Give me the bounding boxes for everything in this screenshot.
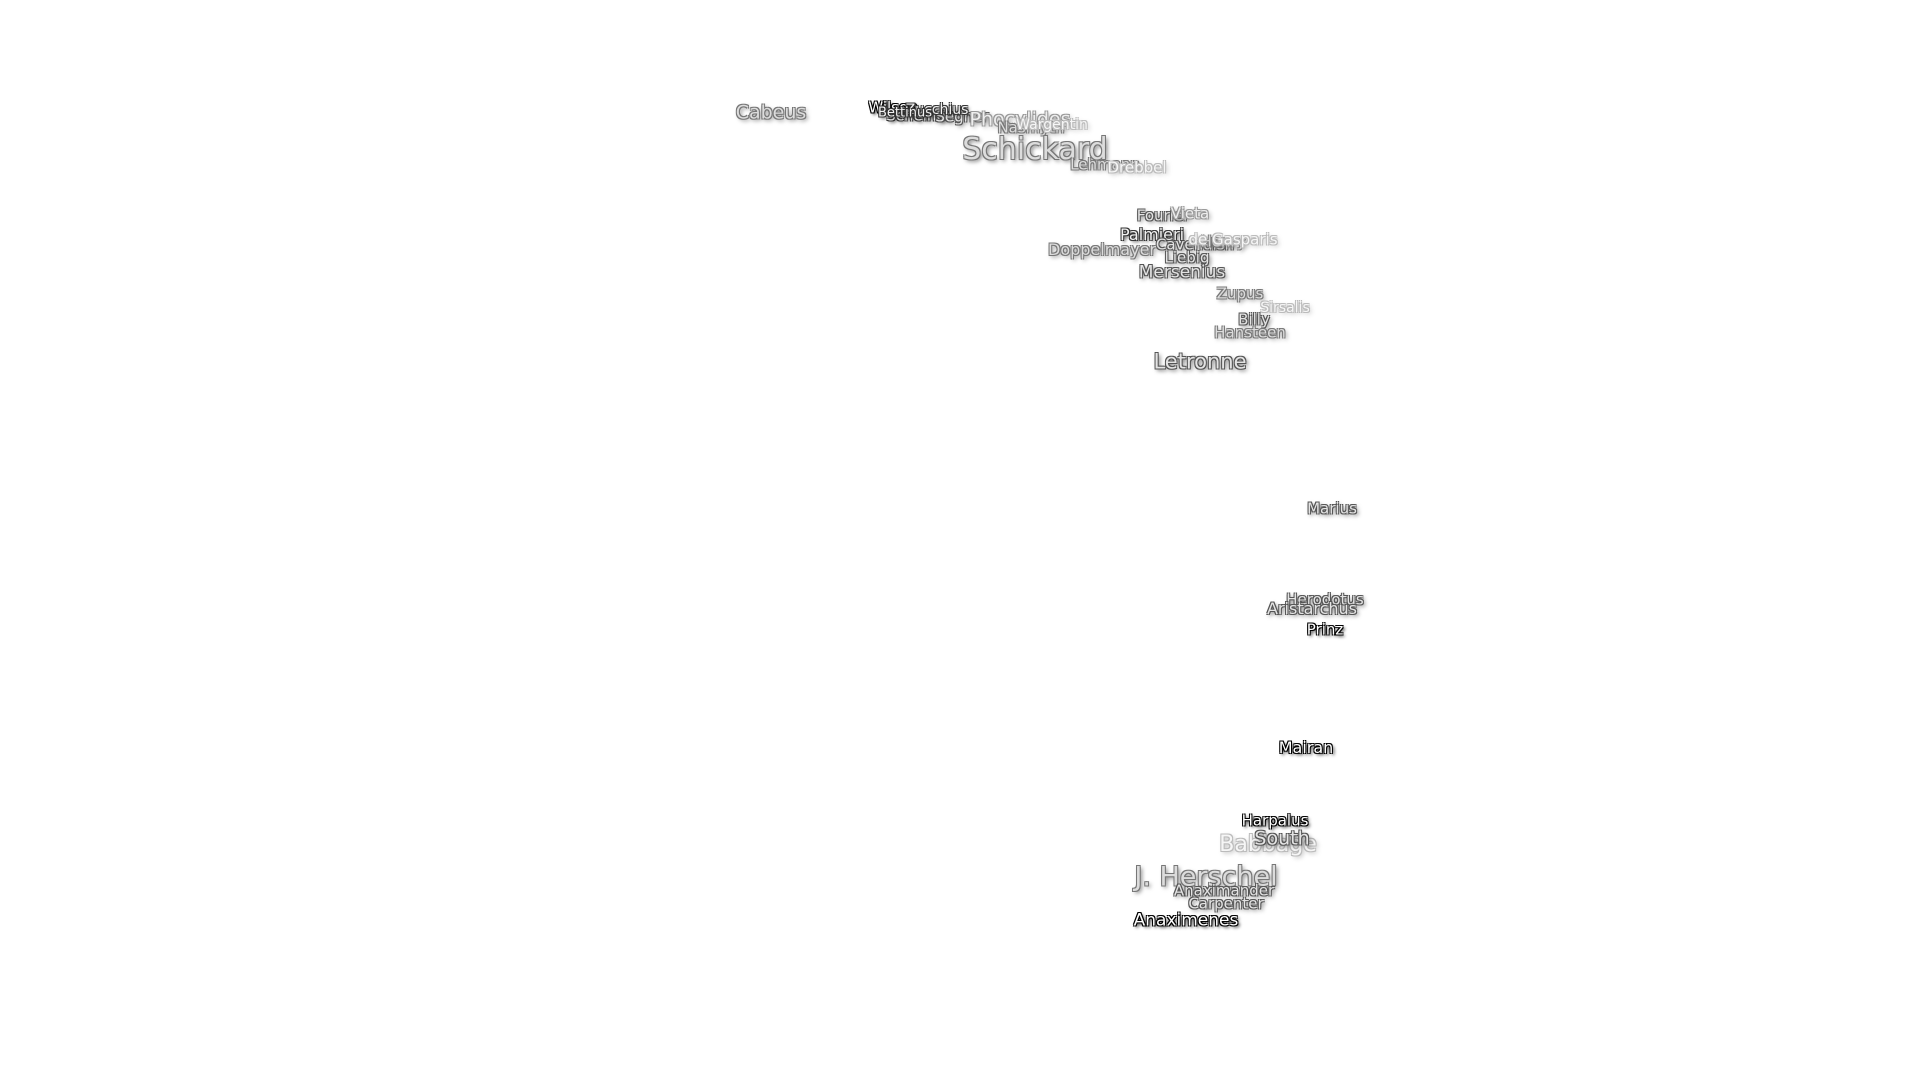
crater-label-south: South	[1254, 827, 1310, 850]
crater-label-letronne: Letronne	[1153, 349, 1247, 374]
crater-label-harpalus: Harpalus	[1241, 811, 1309, 830]
crater-label-lehmann: Lehmann	[1070, 155, 1140, 174]
crater-label-anaximander: Anaximander	[1173, 881, 1275, 900]
crater-label-nasmyth: Nasmyth	[997, 118, 1065, 137]
crater-label-wilson: Wilson	[868, 98, 918, 117]
crater-label-phocylides: Phocylides	[969, 108, 1071, 131]
crater-label-cavendish: Cavendish	[1155, 235, 1235, 254]
crater-label-henry: Henry	[1200, 232, 1246, 251]
crater-label-wargentin: Wargentin	[1016, 117, 1088, 133]
crater-label-liebig: Liebig	[1164, 248, 1210, 267]
crater-label-de-gasparis: de Gasparis	[1188, 230, 1278, 249]
crater-label-fourier: Fourier	[1136, 206, 1190, 225]
crater-label-sirsalis: Sirsalis	[1260, 300, 1310, 316]
crater-label-bettinus: Bettinus	[878, 105, 932, 121]
crater-label-marius: Marius	[1307, 499, 1357, 518]
crater-label-drebbel: Drebbel	[1107, 158, 1167, 177]
crater-label-schickard: Schickard	[962, 132, 1108, 167]
crater-label-herodotus: Herodotus	[1286, 590, 1364, 609]
crater-label-zupus: Zupus	[1216, 284, 1264, 303]
crater-label-aristarchus: Aristarchus	[1266, 599, 1358, 618]
crater-label-j-herschel: J. Herschel	[1134, 861, 1278, 893]
crater-label-doppelmayer: Doppelmayer	[1048, 240, 1156, 259]
crater-label-prinz: Prinz	[1306, 620, 1344, 639]
crater-label-mersenius: Mersenius	[1138, 262, 1226, 283]
crater-label-carpenter: Carpenter	[1188, 894, 1264, 913]
crater-label-cabeus: Cabeus	[735, 101, 807, 124]
crater-label-anaximenes: Anaximenes	[1133, 910, 1239, 931]
crater-label-vieta: Vieta	[1170, 204, 1210, 223]
crater-label-hansteen: Hansteen	[1214, 323, 1286, 342]
crater-label-segner: Segner	[935, 107, 989, 126]
crater-label-scheiner: Scheiner	[886, 106, 952, 125]
crater-label-babbage: Babbage	[1219, 832, 1317, 857]
crater-label-mairan: Mairan	[1278, 738, 1334, 757]
crater-label-zucchius: Zucchius	[905, 102, 969, 118]
crater-label-palmieri: Palmieri	[1119, 225, 1185, 244]
crater-label-billy: Billy	[1238, 310, 1270, 329]
